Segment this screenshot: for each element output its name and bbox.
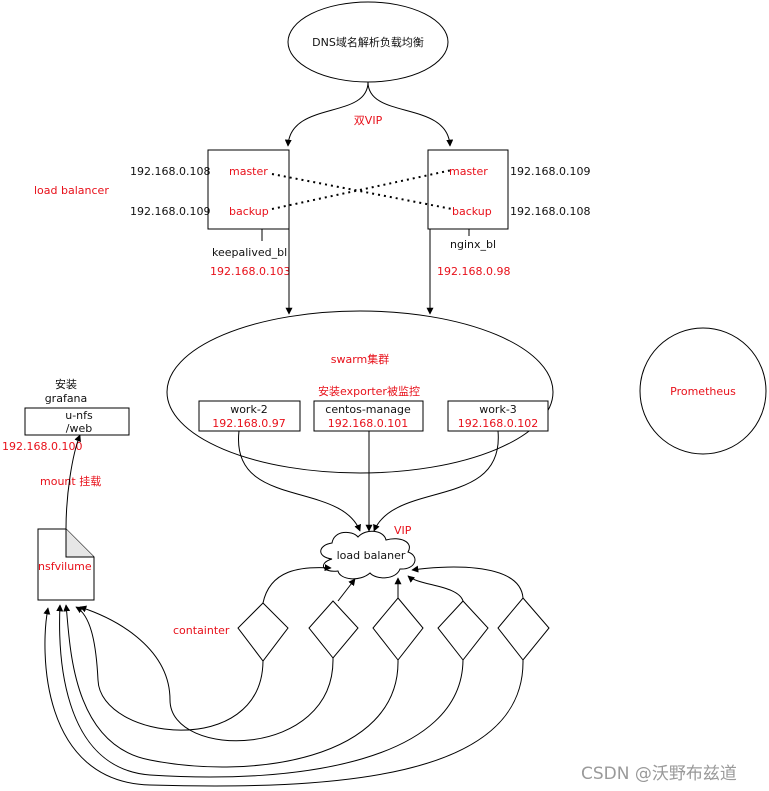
c2-to-lb-arrow (337, 578, 356, 602)
container-3 (372, 597, 424, 661)
mount-label: mount 挂载 (40, 474, 101, 488)
lb-left-box (207, 149, 290, 230)
lb-left-role-master: master (229, 165, 268, 178)
node-work-3-name: work-3 (479, 403, 517, 416)
prometheus-label: Prometheus (670, 385, 736, 398)
lb-right-ip-top: 192.168.0.109 (510, 165, 590, 178)
node-centos-manage-name: centos-manage (325, 403, 411, 416)
lb-left-name: keepalived_bl (212, 246, 287, 259)
load-balancer-label: load balancer (34, 184, 109, 197)
nfs-box-line2: /web (66, 422, 92, 435)
container-4 (437, 600, 489, 661)
c4-to-volume-loop (56, 604, 464, 778)
mount-arrow (65, 434, 81, 530)
grafana-line2: grafana (45, 392, 88, 405)
master-backup-link-1 (271, 173, 453, 210)
lb-right-ip-bottom: 192.168.0.108 (510, 205, 590, 218)
dual-vip-label: 双VIP (354, 114, 383, 127)
container-1 (237, 602, 289, 662)
node-work-2-ip: 192.168.0.97 (212, 417, 285, 430)
container-5 (497, 597, 550, 661)
dns-to-lb-right-arrow (367, 81, 454, 147)
node-work-2-name: work-2 (230, 403, 268, 416)
lb-left-ip: 192.168.0.103 (210, 265, 290, 278)
volume-label: nsfvilume (38, 560, 92, 573)
load-balaner-label: load balaner (337, 549, 406, 562)
c5-to-volume-loop (43, 607, 524, 787)
load-balaner-cloud (320, 530, 416, 580)
lb-right-ip: 192.168.0.98 (437, 265, 510, 278)
work-2-to-lb-arrow (238, 430, 361, 532)
node-work-2-box (198, 400, 301, 432)
c2-to-volume-loop (79, 605, 334, 742)
node-centos-manage-ip: 192.168.0.101 (328, 417, 408, 430)
containter-label: containter (173, 624, 230, 637)
work-3-to-lb-arrow (373, 430, 499, 532)
node-work-3-ip: 192.168.0.102 (458, 417, 538, 430)
master-backup-link-2 (271, 169, 453, 210)
watermark: CSDN @沃野布兹道 (581, 764, 737, 784)
c4-to-lb-arrow (407, 575, 464, 602)
lb-right-role-backup: backup (452, 205, 492, 218)
c5-to-lb-arrow (411, 565, 524, 599)
c1-to-lb-arrow (262, 564, 332, 604)
nfs-box-line1: u-nfs (65, 409, 93, 422)
lb-left-ip-bottom: 192.168.0.109 (130, 205, 210, 218)
vip-label: VIP (394, 524, 412, 537)
exporter-note: 安装exporter被监控 (318, 384, 420, 398)
dns-to-lb-left-arrow (284, 81, 369, 147)
nfs-ip: 192.168.0.100 (2, 440, 82, 453)
lb-left-role-backup: backup (229, 205, 269, 218)
c3-to-volume-loop (63, 604, 399, 768)
lb-right-box (427, 149, 509, 230)
container-2 (308, 600, 359, 659)
swarm-label: swarm集群 (331, 352, 390, 366)
prometheus-node (639, 327, 767, 455)
volume-document-fold (65, 529, 94, 558)
lb-left-ip-top: 192.168.0.108 (130, 165, 210, 178)
node-centos-manage-box (313, 400, 424, 432)
c1-to-volume-loop (75, 606, 264, 731)
dns-label: DNS域名解析负载均衡 (312, 35, 424, 49)
swarm-cluster (166, 310, 554, 474)
lb-right-name: nginx_bl (450, 238, 496, 251)
grafana-line1: 安装 (55, 377, 77, 391)
lb-right-role-master: master (449, 165, 488, 178)
